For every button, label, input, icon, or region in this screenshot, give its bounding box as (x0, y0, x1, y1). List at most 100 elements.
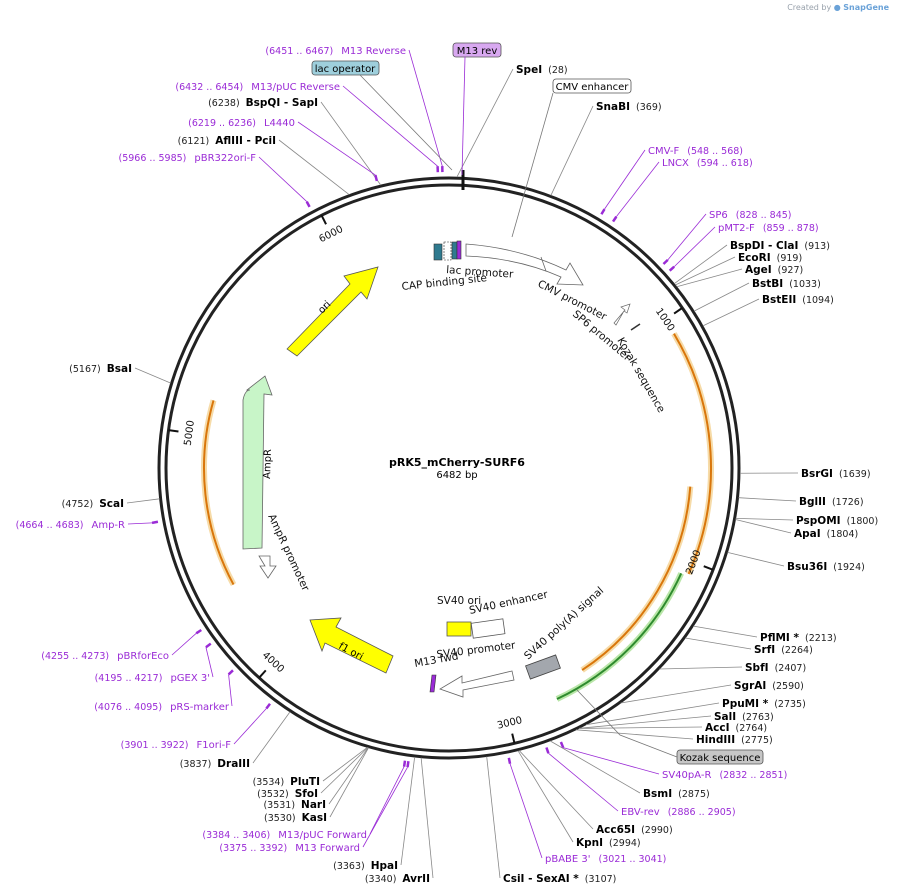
site-hpai[interactable]: (3363)HpaI (333, 860, 398, 872)
snapgene-logo-icon: ● (833, 3, 841, 12)
backbone-inner-ring (164, 183, 734, 753)
lac-operator-box[interactable] (451, 241, 458, 260)
site-agei[interactable]: AgeI(927) (745, 264, 803, 276)
m13-rev-box[interactable] (452, 42, 502, 58)
site-sgrai-leader (620, 684, 732, 704)
site-pspomi[interactable]: PspOMI(1800) (796, 515, 878, 527)
primer-pmt2-f[interactable]: pMT2-F(859 .. 878) (718, 223, 819, 234)
primer-pbrforeco-marker (195, 628, 202, 635)
cmv-promoter-arrow[interactable] (465, 243, 584, 286)
site-ppumi[interactable]: PpuMI *(2735) (722, 698, 806, 710)
sv40-polya-box[interactable] (525, 654, 561, 680)
f1-ori-arrow[interactable] (309, 617, 394, 674)
site-srfi[interactable]: SrfI(2264) (754, 644, 813, 656)
site-bglii[interactable]: BglII(1726) (799, 496, 864, 508)
primer-pgex-3-leader (205, 647, 214, 678)
site-avrii[interactable]: (3340)AvrII (365, 873, 430, 885)
primer-sv40pa-r[interactable]: SV40pA-R(2832 .. 2851) (662, 770, 787, 781)
m13-rev-box-label: M13 rev (457, 46, 498, 57)
primer-lncx[interactable]: LNCX(594 .. 618) (662, 158, 753, 169)
primer-pgex-3-marker (205, 642, 212, 649)
site-hpai-leader (400, 756, 416, 866)
primer-amp-r[interactable]: (4664 .. 4683)Amp-R (16, 520, 125, 531)
site-sgrai[interactable]: SgrAI(2590) (734, 680, 804, 692)
m13-rev-marker[interactable] (456, 240, 462, 260)
site-bsu36i[interactable]: Bsu36I(1924) (787, 561, 865, 573)
site-draiii[interactable]: (3837)DraIII (180, 758, 250, 770)
primer-l4440-marker (374, 174, 379, 182)
m13-fwd-marker[interactable] (429, 674, 437, 693)
site-nari[interactable]: (3531)NarI (263, 799, 326, 811)
tick-mark-5000 (168, 429, 179, 433)
site-afliii-pcii[interactable]: (6121)AflIII - PciI (178, 135, 276, 147)
site-acc65i[interactable]: Acc65I(2990) (596, 824, 673, 836)
site-sbfi[interactable]: SbfI(2407) (745, 662, 806, 674)
sv40-promoter-arrow[interactable] (439, 670, 515, 698)
sv40-ori-box[interactable] (446, 621, 472, 637)
primer-cmv-f[interactable]: CMV-F(548 .. 568) (648, 146, 743, 157)
primer-pbr322ori-f[interactable]: (5966 .. 5985)pBR322ori-F (119, 153, 257, 164)
lac-promoter-box[interactable] (443, 241, 452, 261)
orf-arc-halo-2[interactable] (201, 399, 237, 586)
site-sfoi[interactable]: (3532)SfoI (257, 788, 318, 800)
primer-pgex-3[interactable]: (4195 .. 4217)pGEX 3' (95, 673, 210, 684)
site-snabi-leader (550, 105, 594, 196)
green-arc[interactable] (556, 572, 683, 700)
site-bstbi[interactable]: BstBI(1033) (752, 278, 821, 290)
site-kpni[interactable]: KpnI(2994) (576, 837, 641, 849)
site-bsteii[interactable]: BstEII(1094) (762, 294, 834, 306)
lac-operator-leader (359, 74, 453, 171)
orf-arc-1[interactable] (581, 486, 692, 671)
primer-m13-puc-forward[interactable]: (3384 .. 3406)M13/pUC Forward (202, 830, 367, 841)
primer-m13-reverse[interactable]: (6451 .. 6467)M13 Reverse (265, 46, 406, 57)
primer-pbr322ori-f-leader (258, 156, 308, 202)
primer-pbabe-3[interactable]: pBABE 3'(3021 .. 3041) (545, 854, 666, 865)
site-pluti[interactable]: (3534)PluTI (253, 776, 320, 788)
site-apai[interactable]: ApaI(1804) (794, 528, 858, 540)
site-sfoi-leader (320, 747, 369, 794)
ampr-promoter-arrow[interactable] (258, 555, 277, 579)
primer-f1ori-f[interactable]: (3901 .. 3922)F1ori-F (121, 740, 232, 751)
site-sali[interactable]: SalI(2763) (714, 711, 774, 723)
ori-arrow[interactable] (286, 266, 379, 357)
site-ecori[interactable]: EcoRI(919) (738, 252, 802, 264)
sv40-enhancer-box[interactable] (470, 618, 506, 639)
site-kasi[interactable]: (3530)KasI (264, 812, 327, 824)
primer-ebv-rev[interactable]: EBV-rev(2886 .. 2905) (621, 807, 736, 818)
primer-m13-puc-reverse[interactable]: (6432 .. 6454)M13/pUC Reverse (175, 82, 340, 93)
ampr-arrow[interactable] (242, 375, 273, 550)
primer-m13-forward[interactable]: (3375 .. 3392)M13 Forward (219, 843, 360, 854)
site-ppumi-leader (586, 702, 720, 726)
cmv-enhancer-box[interactable] (552, 78, 632, 94)
primer-m13-forward-marker (406, 761, 410, 768)
orf-arc-0[interactable] (673, 333, 712, 575)
primer-f1ori-f-leader (233, 708, 267, 745)
site-bspdi-clai[interactable]: BspDI - ClaI(913) (730, 240, 830, 252)
site-spei[interactable]: SpeI(28) (516, 64, 568, 76)
primer-prs-marker[interactable]: (4076 .. 4095)pRS-marker (94, 702, 230, 713)
site-acci[interactable]: AccI(2764) (705, 722, 767, 734)
tick-label-1000: 1000 (653, 306, 676, 333)
site-scai[interactable]: (4752)ScaI (62, 498, 124, 510)
site-snabi[interactable]: SnaBI(369) (596, 101, 662, 113)
site-bstbi-leader (693, 282, 750, 312)
primer-l4440[interactable]: (6219 .. 6236)L4440 (188, 118, 295, 129)
site-hindiii[interactable]: HindIII(2775) (696, 734, 773, 746)
orf-arc-2[interactable] (203, 400, 235, 586)
site-bsrgi[interactable]: BsrGI(1639) (801, 468, 871, 480)
primer-pbrforeco[interactable]: (4255 .. 4273)pBRforEco (41, 651, 169, 662)
primer-prs-marker-marker (227, 669, 234, 676)
site-bspqi-sapi[interactable]: (6238)BspQI - SapI (208, 97, 318, 109)
lac-operator-label-box[interactable] (311, 60, 380, 76)
plasmid-size: 6482 bp (436, 470, 477, 481)
site-bsmi[interactable]: BsmI(2875) (643, 788, 710, 800)
primer-sp6[interactable]: SP6(828 .. 845) (709, 210, 792, 221)
site-bsteii-leader (702, 298, 760, 327)
site-bsai[interactable]: (5167)BsaI (69, 363, 132, 375)
sp6-promoter-arrow[interactable] (613, 303, 631, 326)
site-pflmi[interactable]: PflMI *(2213) (760, 632, 837, 644)
cap-binding-site-box[interactable] (433, 243, 443, 261)
primer-ebv-rev-leader (548, 752, 619, 812)
site-csii-sexai[interactable]: CsiI - SexAI *(3107) (503, 873, 616, 885)
lac-operator-box-label: lac operator (315, 64, 376, 75)
